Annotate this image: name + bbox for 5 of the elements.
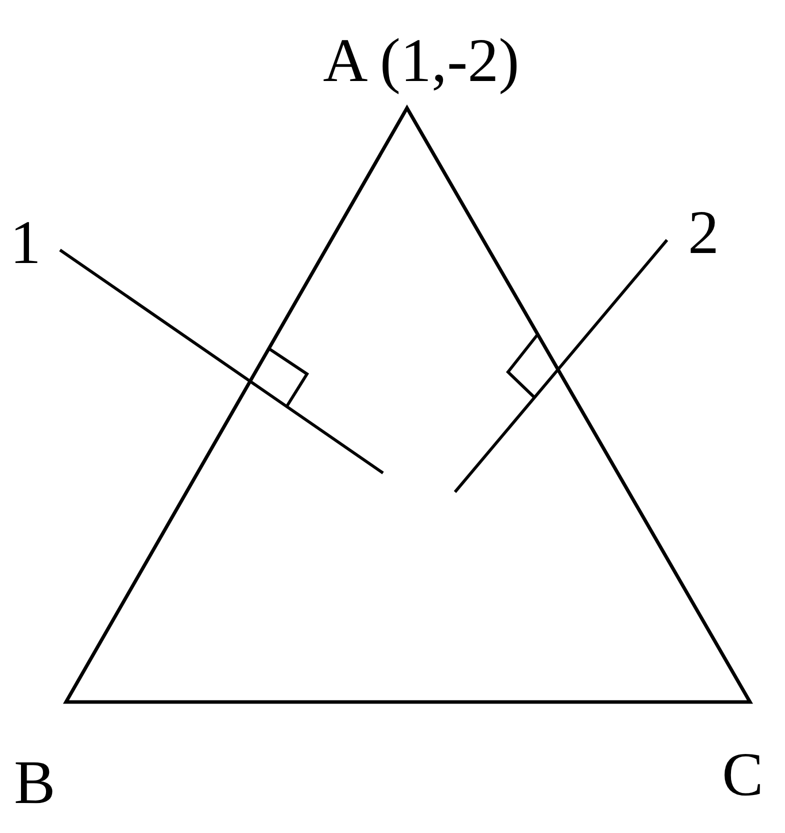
vertex-label: C xyxy=(722,744,764,806)
vertex-label: B xyxy=(14,752,56,814)
vertex-label: A (1,-2) xyxy=(323,30,520,92)
line-label: 1 xyxy=(10,212,41,274)
line-label: 2 xyxy=(688,202,719,264)
